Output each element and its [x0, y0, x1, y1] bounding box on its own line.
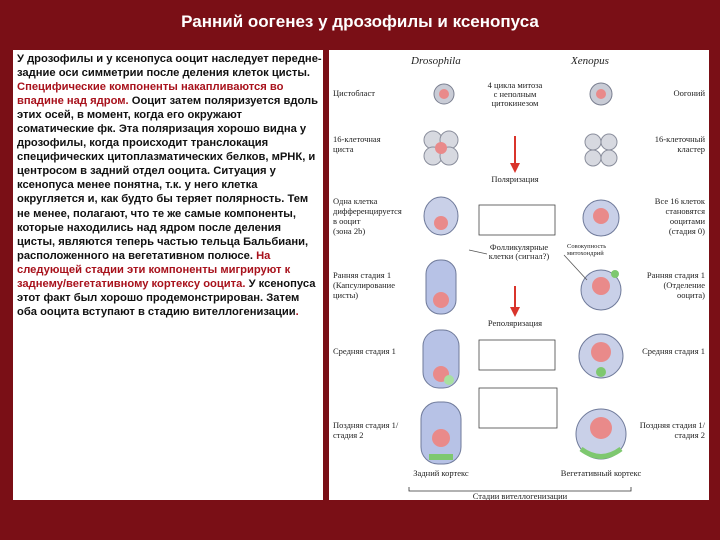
vitellogenesis-caption-line: Стадии вителлогенизации [473, 491, 568, 500]
xenopus-mid-stage1 [578, 333, 624, 379]
mitochondria-note-line: Совокупность [567, 243, 606, 250]
xenopus-16-cell-cluster [584, 133, 618, 167]
drosophila-label-6: Поздняя стадия 1/стадия 2 [333, 420, 399, 440]
text-panel [13, 50, 323, 500]
body-part-8: . [295, 305, 299, 318]
drosophila-label-2-line: 16-клеточная [333, 134, 381, 144]
xenopus-label-1: Оогоний [673, 88, 705, 98]
drosophila-mid-stage1 [422, 329, 460, 389]
info-box-1 [478, 204, 556, 236]
drosophila-late-stage1 [420, 401, 462, 465]
info-box-2 [478, 339, 556, 371]
xenopus-oogonium [589, 82, 613, 106]
drosophila-label-2-line: циста [333, 144, 354, 154]
drosophila-cystoblast [433, 83, 455, 105]
mitosis-label-line: 4 цикла митоза [488, 80, 543, 90]
drosophila-label-4-line: (Капсулирование [333, 280, 395, 290]
migration-box [478, 387, 558, 429]
mitosis-label-line: с неполным [494, 89, 537, 99]
xenopus-label-2-line: 16-клеточный [655, 134, 706, 144]
drosophila-label-3-line: в ооцит [333, 216, 361, 226]
drosophila-label-3-line: дифференцируется [333, 206, 402, 216]
drosophila-oocyte-zone2b [423, 196, 459, 236]
xenopus-late-stage1 [575, 408, 627, 460]
drosophila-label-3-line: Одна клетка [333, 196, 378, 206]
xenopus-label-1-line: Оогоний [673, 88, 705, 98]
vegetal-cortex-label: Вегетативный кортекс [561, 468, 642, 478]
body-text: У дрозофилы и у ксенопуса ооцит наследуе… [17, 52, 322, 319]
header-xenopus: Xenopus [570, 55, 609, 67]
drosophila-16-cell-cyst [423, 130, 459, 166]
drosophila-label-4-line: цисты) [333, 290, 358, 300]
follicle-pointer [468, 249, 488, 255]
polarization-label: Поляризация [491, 174, 538, 184]
drosophila-label-3-line: (зона 2b) [333, 226, 365, 236]
drosophila-label-4-line: Ранняя стадия 1 [333, 270, 391, 280]
body-part-3: Ооцит затем поляризуется вдоль этих осей… [17, 95, 319, 136]
xenopus-label-5-line: Средняя стадия 1 [642, 346, 705, 356]
slide-title: Ранний оогенез у дрозофилы и ксенопуса [181, 12, 539, 31]
xenopus-label-2-line: кластер [677, 144, 705, 154]
mitochondria-pointer [563, 254, 588, 281]
mitochondria-note-line: митохондрий [567, 250, 604, 257]
drosophila-label-6-line: Поздняя стадия 1/ [333, 420, 399, 430]
drosophila-label-6-line: стадия 2 [333, 430, 364, 440]
xenopus-label-6-line: Поздняя стадия 1/ [640, 420, 706, 430]
body-part-6: На следующей стадии эти компоненты мигри… [17, 249, 291, 290]
xenopus-label-3-line: становятся [666, 206, 706, 216]
xenopus-stage0-oocyte [582, 199, 620, 237]
xenopus-label-3-line: ооцитами [670, 216, 706, 226]
xenopus-label-3-line: (стадия 0) [669, 226, 705, 236]
xenopus-label-6-line: стадия 2 [674, 430, 705, 440]
body-part-5: Ситуация у ксенопуса менее понятна, т.к.… [17, 165, 309, 262]
oogenesis-figure: Drosophila Xenopus Цистобласт 16-клеточна… [329, 50, 709, 500]
posterior-cortex-label: Задний кортекс [413, 468, 469, 478]
repolarization-label: Реполяризация [488, 318, 542, 328]
polarization-label-line: Поляризация [491, 174, 538, 184]
stage-bracket [408, 487, 632, 492]
drosophila-early-stage1 [425, 259, 457, 315]
xenopus-label-3-line: Все 16 клеток [655, 196, 706, 206]
drosophila-label-1-line: Цистобласт [333, 88, 375, 98]
body-part-1: У дрозофилы и у ксенопуса ооцит наследуе… [17, 53, 322, 80]
xenopus-label-4-line: Ранняя стадия 1 [647, 270, 705, 280]
drosophila-label-5-line: Средняя стадия 1 [333, 346, 396, 356]
xenopus-label-5: Средняя стадия 1 [642, 346, 705, 356]
body-part-4: Эта поляризация хорошо видна у дрозофилы… [17, 123, 316, 178]
figure-svg: Drosophila Xenopus Цистобласт 16-клеточна… [333, 55, 706, 500]
xenopus-label-4-line: (Отделение [663, 280, 705, 290]
vegetal-cortex-label-line: Вегетативный кортекс [561, 468, 642, 478]
xenopus-label-4-line: ооцита) [677, 290, 705, 300]
follicle-label-line: клетки (сигнал?) [489, 251, 550, 261]
posterior-cortex-label-line: Задний кортекс [413, 468, 469, 478]
xenopus-label-6: Поздняя стадия 1/стадия 2 [640, 420, 706, 440]
body-part-7: У ксенопуса этот факт был хорошо продемо… [17, 277, 316, 318]
vitellogenesis-caption: Стадии вителлогенизации [473, 491, 568, 500]
xenopus-early-stage1 [580, 269, 622, 311]
body-part-2: Специфические компоненты накапливаются в… [17, 81, 284, 108]
header-drosophila: Drosophila [410, 55, 461, 67]
drosophila-label-5: Средняя стадия 1 [333, 346, 396, 356]
mitosis-label-line: цитокинезом [492, 98, 539, 108]
drosophila-label-1: Цистобласт [333, 88, 375, 98]
follicle-label-line: Фолликулярные [490, 242, 548, 252]
repolarization-label-line: Реполяризация [488, 318, 542, 328]
